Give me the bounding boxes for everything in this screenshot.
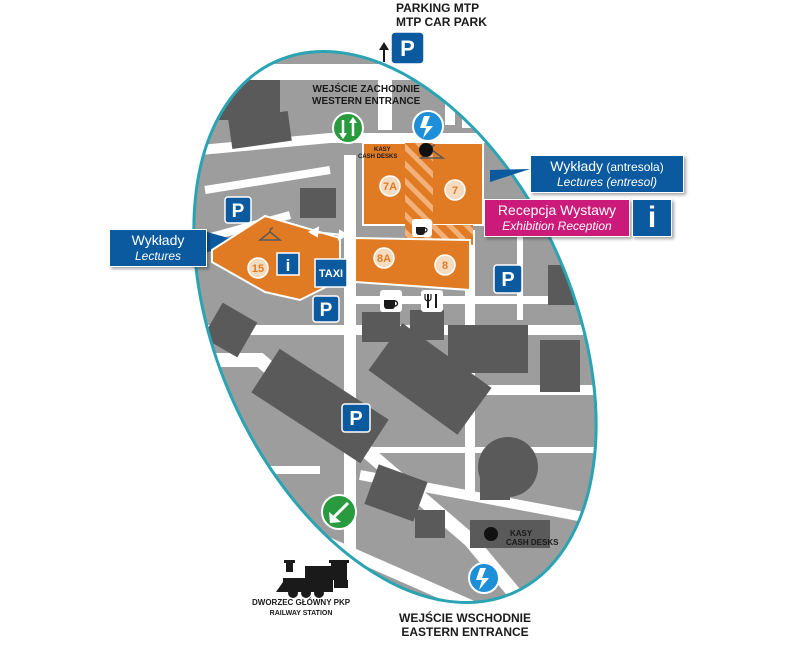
entrance-east-lightning-icon xyxy=(468,562,500,594)
parking-top-label: PARKING MTP MTP CAR PARK xyxy=(396,1,487,29)
entrance-railway-arrow-icon xyxy=(321,494,357,530)
hall-7-label: 7 xyxy=(452,185,458,197)
svg-text:P: P xyxy=(232,201,245,222)
hall-15-block xyxy=(211,214,341,302)
coffee-icon xyxy=(412,219,432,237)
parking-icon-east xyxy=(493,264,523,294)
hall-15-badge xyxy=(247,257,269,279)
buildings xyxy=(190,80,598,548)
cash-desk-top-icon xyxy=(419,143,433,157)
callout-lectures-entresol: Wykłady (antresola) Lectures (entresol) xyxy=(530,155,684,193)
cash-desks-top-label: KASY CASH DESKS xyxy=(358,147,398,160)
svg-text:TAXI: TAXI xyxy=(319,268,343,280)
callout-pointer-lectures-entresol xyxy=(490,169,530,182)
callout-exhibition-reception: Recepcja Wystawy Exhibition Reception xyxy=(484,199,630,237)
svg-text:P: P xyxy=(320,300,333,321)
entrance-west-lightning-icon xyxy=(412,110,444,142)
hall-15-label: 15 xyxy=(252,263,264,275)
hall-8-label: 8 xyxy=(442,260,448,272)
hall-7a-badge xyxy=(379,175,401,197)
railway-station-label: DWORZEC GŁÓWNY PKP RAILWAY STATION xyxy=(252,598,351,618)
parking-icons: P P P P P xyxy=(224,31,523,433)
walkway-arrow-icon xyxy=(307,226,350,241)
svg-text:i: i xyxy=(286,256,291,275)
parking-icon-south xyxy=(341,403,371,433)
locomotive-icon xyxy=(276,560,349,598)
east-entrance-label: WEJŚCIE WSCHODNIE EASTERN ENTRANCE xyxy=(399,611,532,639)
svg-text:P: P xyxy=(349,408,362,430)
coffee-icon-lower xyxy=(380,290,402,312)
hall-8-badge xyxy=(434,254,456,276)
cash-desk-bottom-icon xyxy=(484,527,498,541)
svg-text:P: P xyxy=(400,36,415,61)
taxi-icon: TAXI xyxy=(314,258,348,288)
info-icon-hall-15: i xyxy=(276,252,300,276)
cash-desks-bottom-label: KASY CASH DESKS xyxy=(506,529,559,548)
hall-7-badge xyxy=(444,179,466,201)
hall-8a-label: 8A xyxy=(377,253,391,265)
north-arrow-icon xyxy=(379,42,389,62)
venue-boundary-ring xyxy=(192,49,598,605)
parking-icon-taxi xyxy=(312,295,340,323)
parking-icon-top xyxy=(390,31,425,65)
callout-lectures: Wykłady Lectures xyxy=(109,229,207,267)
info-icon-reception: i xyxy=(632,199,672,237)
hall-7a-label: 7A xyxy=(383,181,397,193)
entrance-west-icon xyxy=(332,112,364,144)
parking-icon-west xyxy=(224,196,252,224)
hall-8a-badge xyxy=(373,247,395,269)
restaurant-icon xyxy=(421,290,443,312)
svg-text:P: P xyxy=(501,269,514,291)
west-entrance-label: WEJŚCIE ZACHODNIE WESTERN ENTRANCE xyxy=(312,84,421,107)
